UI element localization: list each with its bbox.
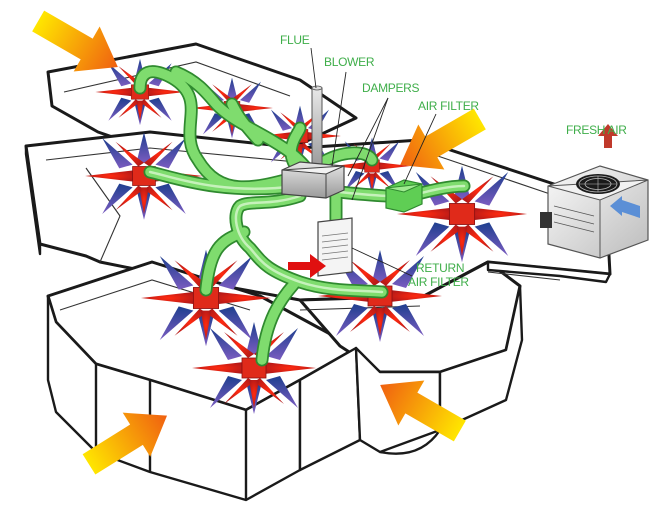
- duct-network: [133, 65, 471, 367]
- labels: FLUE BLOWER DAMPERS AIR FILTER FRESH AIR…: [280, 33, 628, 289]
- leader-lines: [310, 47, 437, 277]
- flue-label: FLUE: [280, 33, 310, 47]
- air-intake-arrow-icon: [610, 196, 640, 218]
- air-filter-label: AIR FILTER: [418, 99, 479, 113]
- fresh-air-label: FRESH AIR: [566, 123, 627, 137]
- outdoor-unit: [540, 124, 649, 259]
- blower-unit: [281, 161, 345, 199]
- return-label: RETURN: [416, 261, 464, 275]
- return-air-arrow-icon: [288, 254, 326, 278]
- condenser-fan-icon: [576, 174, 620, 194]
- fresh-air-arrow-icon: [598, 124, 618, 148]
- return-air-filter-box: [288, 217, 353, 278]
- air-filter-box: [385, 179, 423, 213]
- flue: [311, 85, 323, 169]
- return-air-filter-label: AIR FILTER: [408, 275, 469, 289]
- blower-label: BLOWER: [324, 55, 375, 69]
- dampers-label: DAMPERS: [362, 81, 420, 95]
